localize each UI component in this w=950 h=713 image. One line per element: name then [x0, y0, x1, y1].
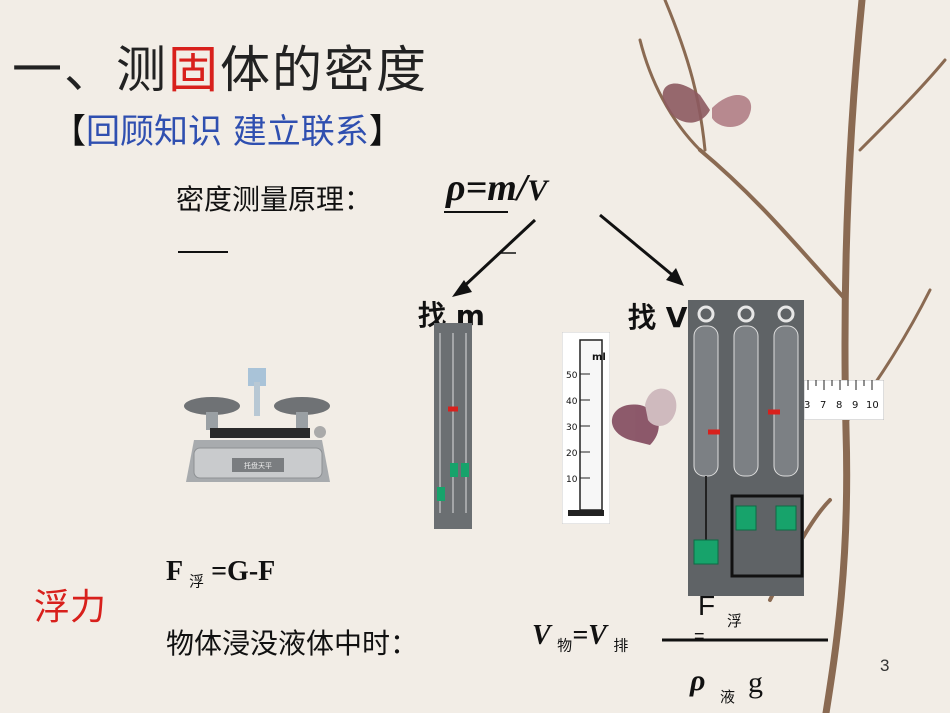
fraction-denominator-sub: 液	[720, 688, 736, 706]
ruler-tick: 7	[820, 400, 826, 411]
ruler-image: 3 7 8 9 10	[804, 380, 884, 420]
title-highlight: 固	[168, 41, 220, 99]
cylinder-tick: 50	[566, 371, 578, 381]
spring-scale-image	[434, 323, 472, 529]
fraction-numerator: F	[698, 590, 716, 621]
balance-scale-image: 托盘天平	[184, 368, 330, 482]
buoyancy-formula: F 浮 =G-F	[166, 556, 276, 591]
fraction-numerator-sub: 浮	[727, 612, 743, 630]
volume-equation: V 物=V 排	[532, 620, 629, 655]
buoyancy-scales-image	[688, 300, 804, 596]
section-subtitle: 【回顾知识 建立联系】	[52, 112, 403, 152]
ruler-tick: 3	[804, 400, 810, 411]
measuring-cylinder-image: ml 50 40 30 20 10	[562, 332, 610, 524]
cylinder-tick: 10	[566, 475, 578, 485]
ruler-tick: 10	[866, 400, 879, 411]
fraction-denominator-g: g	[748, 666, 763, 699]
cylinder-tick: 20	[566, 449, 578, 459]
butterfly-decoration	[662, 83, 752, 128]
fraction-equals: =	[694, 626, 705, 646]
cylinder-tick: 40	[566, 397, 578, 407]
cylinder-unit: ml	[592, 352, 606, 363]
buoyancy-label: 浮力	[34, 587, 107, 628]
balance-nameplate: 托盘天平	[244, 461, 272, 470]
density-formula: ρ=m/V	[446, 167, 548, 209]
slide-title: 一、测固体的密度	[12, 41, 428, 99]
find-volume-label: 找 V	[628, 301, 688, 334]
immersed-condition-label: 物体浸没液体中时：	[166, 627, 419, 660]
ruler-tick: 8	[836, 400, 842, 411]
cylinder-tick: 30	[566, 423, 578, 433]
fraction-denominator-rho: ρ	[690, 664, 706, 697]
ruler-tick: 9	[852, 400, 858, 411]
principle-label: 密度测量原理：	[176, 183, 373, 216]
page-number: 3	[880, 656, 890, 675]
